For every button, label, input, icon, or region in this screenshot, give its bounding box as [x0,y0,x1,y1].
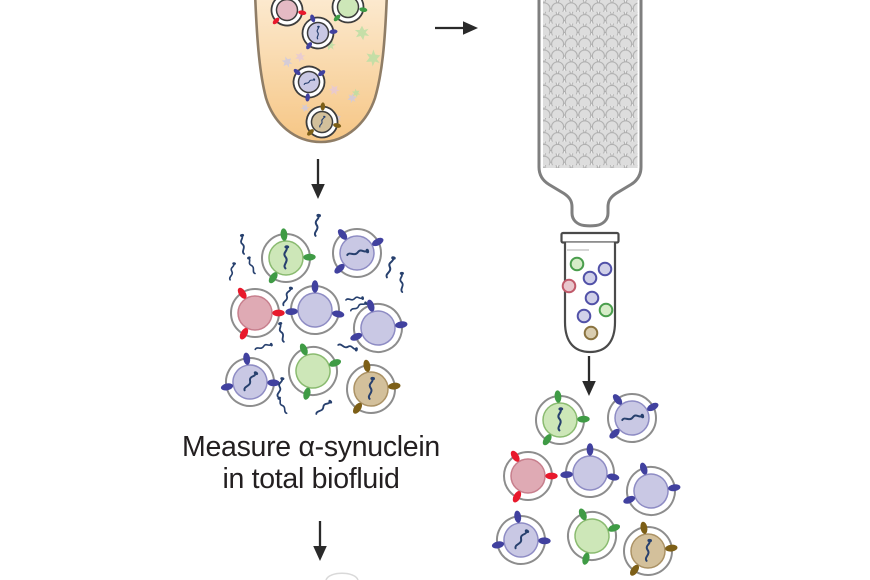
alpha-synuclein-squiggle [276,375,286,399]
alpha-synuclein-squiggle [245,255,259,275]
vesicle-tan [624,521,678,577]
particle-red [561,278,577,294]
alpha-synuclein-squiggle [313,212,323,238]
arrow-down-icon [581,354,597,398]
eluate-particles [561,256,614,341]
vesicle-lavender [488,506,558,575]
vesicle-tan [347,359,401,415]
collection-tube-rim [560,231,620,244]
alpha-synuclein-squiggle [238,232,249,256]
particle-green [598,302,614,318]
particle-green [569,256,585,272]
alpha-synuclein-squiggle [314,398,334,418]
vesicle-green [560,498,629,568]
vesicle-red [504,449,558,504]
alpha-synuclein-squiggle [398,270,407,293]
caption-line-2: in total biofluid [222,463,399,495]
arrow-right-icon [433,20,480,36]
cutoff-shape-hint [325,572,359,580]
vesicle-lavender [217,348,287,417]
alpha-synuclein-squiggle [336,343,360,353]
caption-line-1: Measure α-synuclein [182,431,440,463]
particle-lavender [597,261,613,277]
total-biofluid-cluster [217,212,413,418]
column-bead-bed [543,0,638,168]
arrow-down-icon [310,157,326,201]
arrow-down-icon [312,519,328,563]
isolated-vesicle-cluster [488,390,686,577]
alpha-synuclein-squiggle [254,341,275,353]
vesicle-lavender [281,275,353,346]
alpha-synuclein-squiggle [276,320,288,343]
collection-tube [560,231,620,354]
alpha-synuclein-squiggle [344,295,366,304]
particle-tan [583,325,599,341]
vesicle-lavender [556,438,628,509]
alpha-synuclein-squiggle [228,261,238,282]
particle-lavender [582,270,598,286]
vesicle-green [536,390,590,447]
particle-lavender [576,308,592,324]
sec-column [537,0,643,228]
alpha-synuclein-squiggle [276,395,291,415]
alpha-synuclein-squiggle [384,254,398,280]
column-outline [537,0,643,228]
vesicle-green [262,228,316,285]
vesicle-lavender [620,459,686,523]
vesicle-red [231,286,285,341]
biofluid-sample-tube [254,0,388,144]
caption: Measure α-synuclein in total biofluid [182,431,440,495]
particle-lavender [584,290,600,306]
